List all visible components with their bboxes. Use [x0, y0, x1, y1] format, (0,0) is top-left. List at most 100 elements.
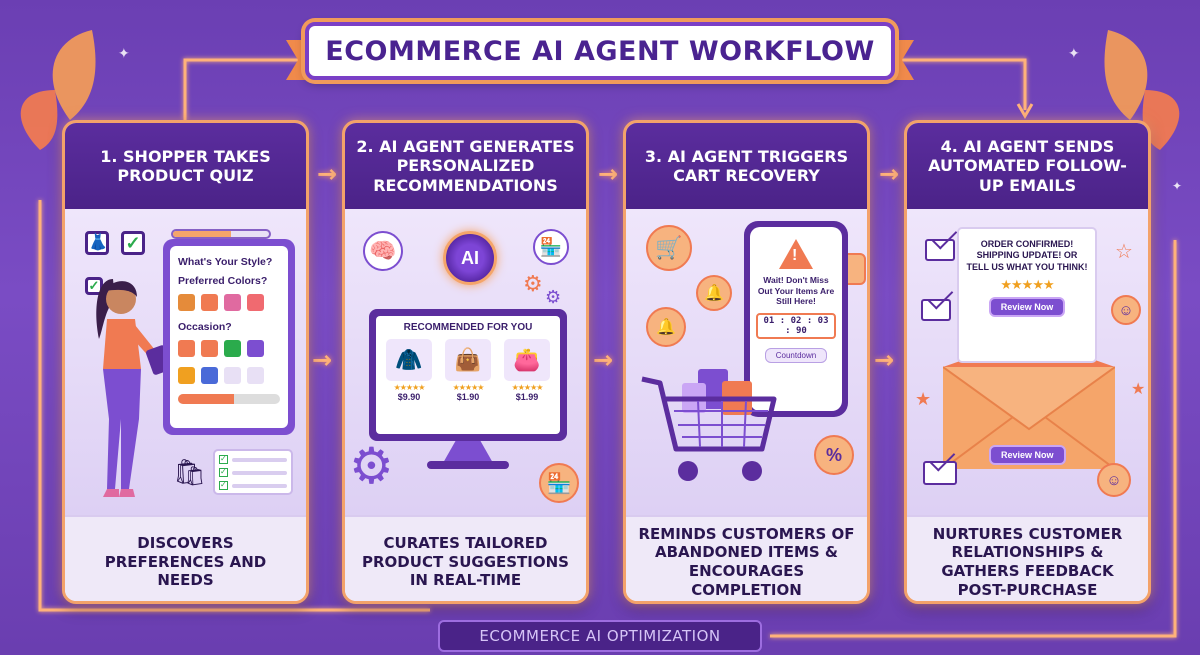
product-price: $1.90: [456, 392, 480, 402]
mail-icon: [923, 461, 957, 485]
product-card: 🧥 ★★★★★ $9.90: [382, 339, 436, 402]
star-icon: ☆: [1115, 241, 1133, 263]
shopping-bag-icon: 🛍: [173, 457, 207, 487]
gear-icon: ⚙: [545, 287, 562, 307]
color-swatch[interactable]: [201, 367, 218, 384]
color-swatch[interactable]: [224, 340, 241, 357]
mail-icon: [921, 299, 951, 321]
step-illustration: 🛒 🔔 🔔 ! Wait! Don't Miss Out Your Items …: [626, 209, 867, 515]
color-swatch[interactable]: [247, 340, 264, 357]
storefront-icon: 🏪: [533, 229, 569, 265]
smiley-icon: ☺: [1111, 295, 1141, 325]
gear-icon: ⚙: [523, 271, 543, 296]
step-2-panel: 2. AI AGENT GENERATES PERSONALIZED RECOM…: [342, 120, 589, 604]
monitor-base: [427, 461, 509, 469]
step-heading: 2. AI AGENT GENERATES PERSONALIZED RECOM…: [345, 123, 586, 209]
product-card: 👜 ★★★★★ $1.90: [441, 339, 495, 402]
shopping-cart-icon: 🛒: [646, 225, 692, 271]
arrow-icon: →: [593, 346, 614, 374]
color-swatches: [178, 340, 280, 357]
phone: ! Wait! Don't Miss Out Your Items Are St…: [744, 221, 848, 417]
brain-icon: 🧠: [363, 231, 403, 271]
email-letter: ORDER CONFIRMED! SHIPPING UPDATE! OR TEL…: [957, 227, 1097, 363]
step-1-panel: 1. SHOPPER TAKES PRODUCT QUIZ 👗 ✓ ✓ What…: [62, 120, 309, 604]
smiley-icon: ☺: [1097, 463, 1131, 497]
rating-stars: ★★★★★: [393, 383, 426, 392]
quiz-question: Preferred Colors?: [178, 275, 268, 287]
step-description: REMINDS CUSTOMERS OF ABANDONED ITEMS & E…: [626, 515, 867, 601]
step-heading: 4. AI AGENT SENDS AUTOMATED FOLLOW-UP EM…: [907, 123, 1148, 209]
step-illustration: 👗 ✓ ✓ What's Your Style? Preferred Color…: [65, 209, 306, 515]
rating-stars: ★★★★★: [511, 383, 544, 392]
dress-icon: 👗: [85, 231, 109, 255]
sparkle-icon: ✦: [1172, 179, 1182, 193]
mail-icon: [925, 239, 955, 261]
warning-icon: !: [779, 239, 813, 269]
page-title: ECOMMERCE AI AGENT WORKFLOW: [325, 35, 875, 67]
countdown-button[interactable]: Countdown: [764, 347, 828, 363]
color-swatch[interactable]: [247, 367, 264, 384]
color-swatch[interactable]: [224, 294, 241, 311]
step-4-panel: 4. AI AGENT SENDS AUTOMATED FOLLOW-UP EM…: [904, 120, 1151, 604]
email-message: ORDER CONFIRMED! SHIPPING UPDATE! OR TEL…: [966, 239, 1088, 272]
quiz-progress-bar: [171, 229, 271, 239]
monitor: RECOMMENDED FOR YOU 🧥 ★★★★★ $9.90 👜 ★★★★…: [369, 309, 567, 441]
shopping-cart-illustration: [641, 369, 777, 481]
step-heading: 1. SHOPPER TAKES PRODUCT QUIZ: [65, 123, 306, 209]
color-swatches: [178, 367, 280, 384]
quiz-tablet: What's Your Style? Preferred Colors? Occ…: [163, 239, 295, 435]
gear-icon: ⚙: [349, 438, 394, 494]
checklist-card: ✓ ✓ ✓: [213, 449, 293, 495]
step-3-panel: 3. AI AGENT TRIGGERS CART RECOVERY 🛒 🔔 🔔…: [623, 120, 870, 604]
step-heading: 3. AI AGENT TRIGGERS CART RECOVERY: [626, 123, 867, 209]
top-right-connector: [900, 58, 1027, 110]
color-swatch[interactable]: [224, 367, 241, 384]
bell-icon: 🔔: [646, 307, 686, 347]
arrow-icon: →: [598, 160, 619, 188]
rating-stars: ★★★★★: [452, 383, 485, 392]
storefront-icon: 🏪: [539, 463, 579, 503]
arrow-icon: →: [317, 160, 338, 188]
handbag-icon: 👜: [445, 339, 491, 381]
review-now-button[interactable]: Review Now: [989, 445, 1066, 465]
arrow-icon: →: [879, 160, 900, 188]
ai-orb-icon: AI: [443, 231, 497, 285]
product-price: $9.90: [397, 392, 421, 402]
color-swatch[interactable]: [178, 367, 195, 384]
color-swatch[interactable]: [178, 294, 195, 311]
jacket-icon: 🧥: [386, 339, 432, 381]
recommended-title: RECOMMENDED FOR YOU: [403, 322, 533, 333]
ai-label: AI: [461, 247, 479, 268]
bag-icon: 👛: [504, 339, 550, 381]
top-left-connector: [183, 58, 300, 120]
bell-icon: 🔔: [696, 275, 732, 311]
arrow-icon: →: [874, 346, 895, 374]
step-description: DISCOVERS PREFERENCES AND NEEDS: [65, 515, 306, 601]
quiz-question: Occasion?: [178, 321, 232, 333]
arrow-icon: →: [312, 346, 333, 374]
quiz-question: What's Your Style?: [178, 256, 273, 268]
step-illustration: 🧠 AI 🏪 ⚙ ⚙ RECOMMENDED FOR YOU 🧥 ★★★★★ $…: [345, 209, 586, 515]
title-banner: ECOMMERCE AI AGENT WORKFLOW: [305, 22, 895, 80]
shopper-illustration: [96, 279, 172, 497]
countdown-timer: 01 : 02 : 03 : 90: [756, 312, 836, 339]
footer-text: ECOMMERCE AI OPTIMIZATION: [479, 627, 721, 645]
color-swatches: [178, 294, 280, 311]
product-price: $1.99: [515, 392, 539, 402]
color-swatch[interactable]: [201, 340, 218, 357]
quiz-progress-bar: [178, 394, 280, 404]
review-now-button[interactable]: Review Now: [988, 296, 1066, 317]
color-swatch[interactable]: [201, 294, 218, 311]
discount-badge-icon: %: [814, 435, 854, 475]
sparkle-icon: ✦: [1068, 45, 1080, 61]
step-description: CURATES TAILORED PRODUCT SUGGESTIONS IN …: [345, 515, 586, 601]
footer-label: ECOMMERCE AI OPTIMIZATION: [438, 620, 762, 652]
star-icon: ★: [915, 389, 932, 409]
monitor-stand: [443, 441, 493, 463]
rating-stars: ★★★★★: [1000, 276, 1054, 292]
step-description: NURTURES CUSTOMER RELATIONSHIPS & GATHER…: [907, 515, 1148, 601]
step-illustration: ☆ ☺ ★ ★ ORDER CONFIRMED! SHIPPING UPDATE…: [907, 209, 1148, 515]
cart-reminder-text: Wait! Don't Miss Out Your Items Are Stil…: [757, 275, 835, 307]
color-swatch[interactable]: [178, 340, 195, 357]
color-swatch[interactable]: [247, 294, 264, 311]
